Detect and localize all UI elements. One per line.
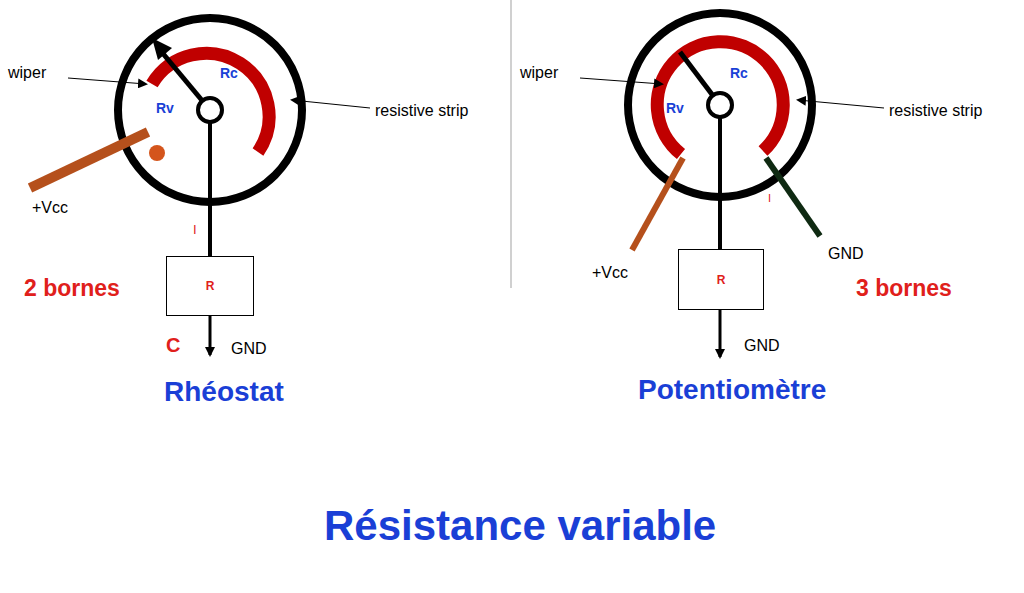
resistor-label: R bbox=[206, 279, 215, 293]
callout-label: resistive strip bbox=[375, 103, 468, 119]
pin-name: GND bbox=[744, 338, 780, 354]
terminal-count: 3 bornes bbox=[856, 277, 952, 300]
callout-label: resistive strip bbox=[889, 103, 982, 119]
component-title: Rhéostat bbox=[164, 378, 284, 406]
pin-name: GND bbox=[828, 246, 864, 262]
terminal-count: 2 bornes bbox=[24, 277, 120, 300]
resistor-label: R bbox=[717, 273, 726, 287]
component-title: Potentiomètre bbox=[638, 376, 826, 404]
pin-name: GND bbox=[231, 341, 267, 357]
part-name: Rv bbox=[666, 101, 684, 115]
pin-name: +Vcc bbox=[592, 265, 628, 281]
caption: Résistance variable bbox=[324, 505, 716, 547]
part-name: Rv bbox=[156, 101, 174, 115]
resistor-symbol: R bbox=[166, 256, 254, 316]
callout-label: wiper bbox=[8, 65, 46, 81]
signal-name: I bbox=[768, 193, 771, 204]
part-name: Rc bbox=[730, 66, 748, 80]
point-name: C bbox=[166, 335, 180, 355]
part-name: Rc bbox=[220, 66, 238, 80]
resistor-symbol: R bbox=[678, 249, 764, 310]
callout-label: wiper bbox=[520, 65, 558, 81]
signal-name: I bbox=[193, 223, 197, 236]
pin-name: +Vcc bbox=[32, 200, 68, 216]
